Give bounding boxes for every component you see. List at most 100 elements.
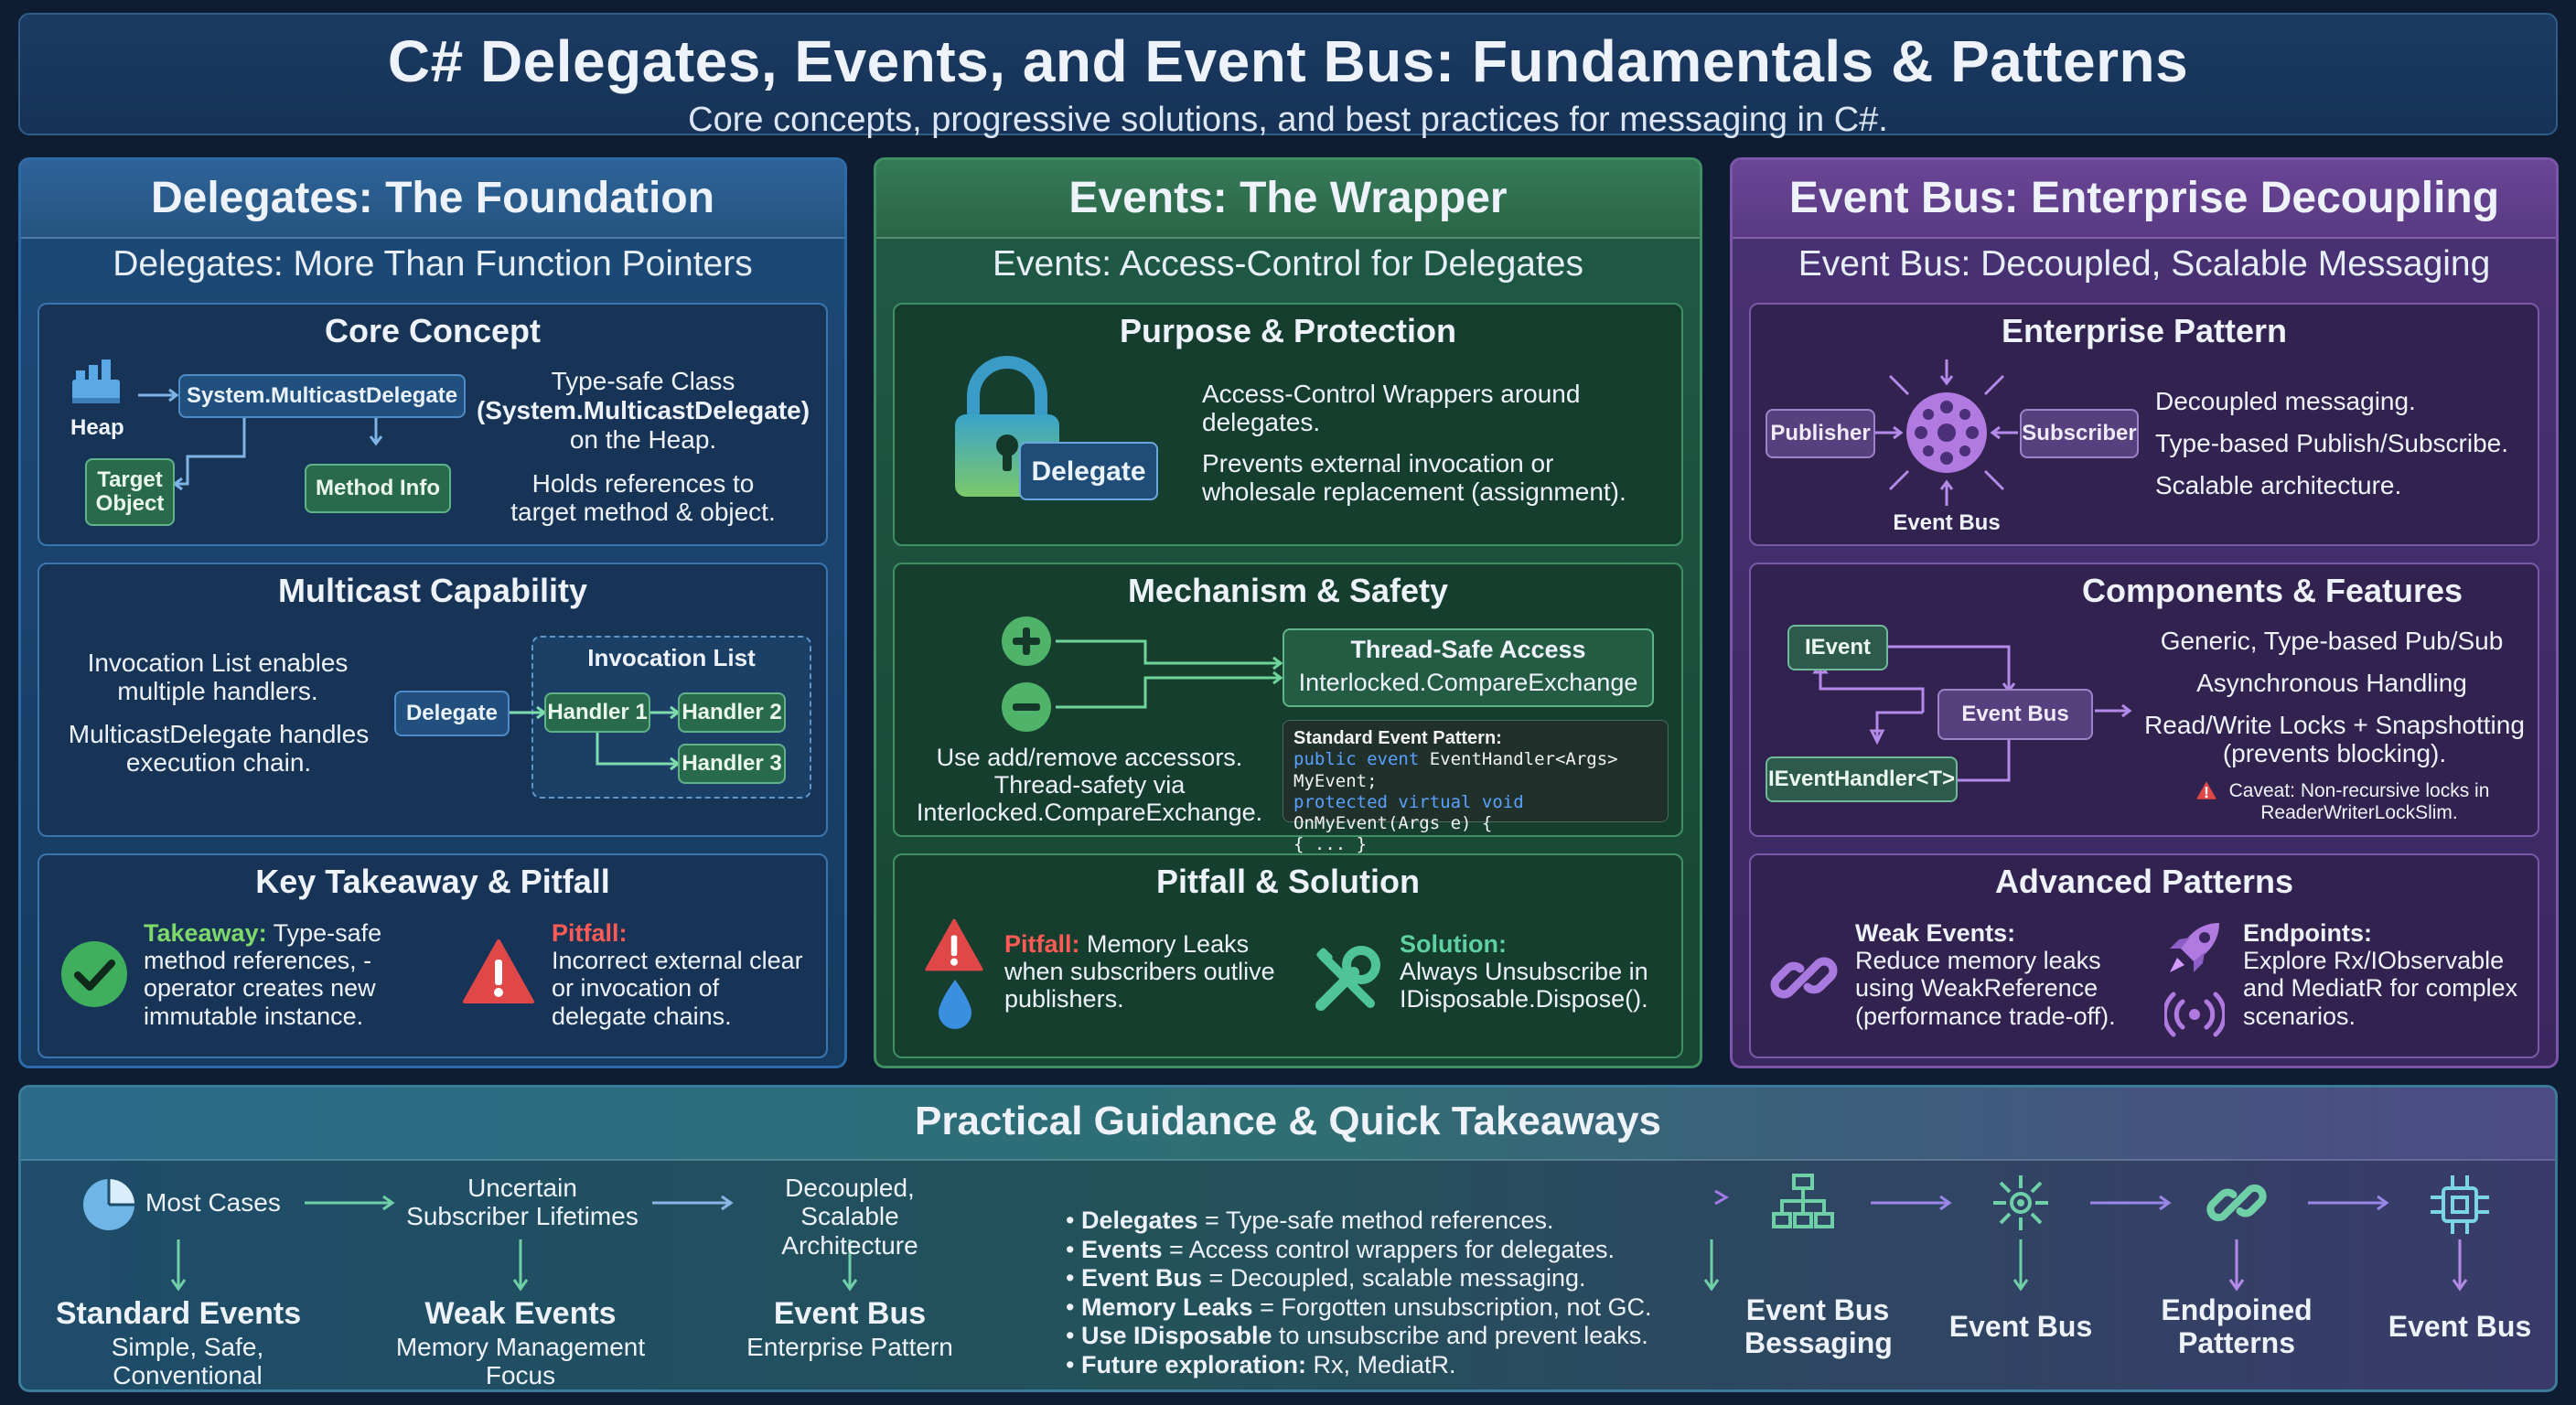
heap-label: Heap bbox=[70, 415, 124, 440]
guidance-title-band bbox=[21, 1088, 2555, 1161]
solution-body: Always Unsubscribe in IDisposable.Dispos… bbox=[1400, 958, 1648, 1014]
advanced-title: Advanced Patterns bbox=[1994, 863, 2294, 900]
hub-icon bbox=[1990, 1172, 2052, 1239]
bullet-bold: Delegates bbox=[1080, 1207, 1198, 1234]
caveat-text: Caveat: Non-recursive locks in ReaderWri… bbox=[2228, 780, 2490, 823]
solution-label: Solution: bbox=[1400, 930, 1507, 958]
components-bus-box: Event Bus bbox=[1937, 689, 2093, 740]
bullet-bold: Events bbox=[1080, 1235, 1163, 1263]
heap-icon bbox=[67, 352, 125, 415]
bullet-bold: Memory Leaks bbox=[1080, 1292, 1253, 1321]
code-box bbox=[1283, 720, 1669, 822]
endpoints-label: Endpoints: bbox=[2243, 919, 2372, 947]
core-concept-title: Core Concept bbox=[324, 312, 542, 349]
takeaway-body: Type-safe method references, - operator … bbox=[144, 919, 382, 1030]
handler-1-box: Handler 1 bbox=[544, 692, 650, 733]
page-title: C# Delegates, Events, and Event Bus: Fun… bbox=[387, 28, 2189, 94]
guidance-panel: Practical Guidance & Quick Takeaways Mos… bbox=[18, 1085, 2558, 1392]
weak-events-text: Weak Events: Reduce memory leaks using W… bbox=[1855, 919, 2148, 1030]
key-takeaway-card: Key Takeaway & Pitfall Takeaway: Type-sa… bbox=[38, 853, 828, 1058]
delegates-subtitle: Delegates: More Than Function Pointers bbox=[113, 244, 753, 284]
icon-1-label: Event Bus Bessaging bbox=[1744, 1293, 1893, 1359]
enterprise-card: Enterprise Pattern Publisher Subscriber … bbox=[1749, 303, 2539, 546]
feature-2: Asynchronous Handling bbox=[2196, 669, 2467, 697]
mechanism-title: Mechanism & Safety bbox=[1127, 572, 1449, 609]
code-line-2: protected virtual void OnMyEvent(Args e)… bbox=[1293, 792, 1669, 834]
enterprise-point-2: Type-based Publish/Subscribe. bbox=[2155, 429, 2508, 457]
events-subtitle: Events: Access-Control for Delegates bbox=[993, 244, 1583, 284]
ievent-handler-box: IEventHandler<T> bbox=[1766, 756, 1958, 802]
events-panel: Events: The Wrapper Events: Access-Contr… bbox=[874, 157, 1702, 1068]
endpoints-body: Explore Rx/IObservable and MediatR for c… bbox=[2243, 947, 2518, 1030]
bullet-text: to unsubscribe and prevent leaks. bbox=[1272, 1322, 1648, 1350]
multicast-card: Multicast Capability Invocation List ena… bbox=[38, 563, 828, 837]
ievent-box: IEvent bbox=[1787, 625, 1888, 670]
bullet-text: Rx, MediatR. bbox=[1305, 1350, 1456, 1378]
bullet-item: Events = Access control wrappers for del… bbox=[1066, 1236, 1652, 1265]
bullet-item: Future exploration: Rx, MediatR. bbox=[1066, 1351, 1652, 1380]
bullet-bold: Future exploration: bbox=[1080, 1350, 1306, 1378]
broadcast-icon bbox=[2162, 989, 2227, 1045]
eventbus-title-band bbox=[1733, 160, 2556, 239]
bullet-bold: Use IDisposable bbox=[1080, 1322, 1272, 1350]
delegates-panel: Delegates: The Foundation Delegates: Mor… bbox=[18, 157, 847, 1068]
pitfall-text: Pitfall: Incorrect external clear or inv… bbox=[552, 919, 817, 1030]
enterprise-point-3: Scalable architecture. bbox=[2155, 471, 2402, 499]
pitfall-solution-title: Pitfall & Solution bbox=[1156, 863, 1420, 900]
bullet-text: = Type-safe method references. bbox=[1197, 1207, 1554, 1234]
eventbus-subtitle: Event Bus: Decoupled, Scalable Messaging bbox=[1798, 244, 2491, 284]
weak-events-body: Reduce memory leaks using WeakReference … bbox=[1855, 947, 2116, 1030]
flow-1-title: Standard Events bbox=[55, 1296, 302, 1331]
mechanism-desc: Use add/remove accessors. Thread-safety … bbox=[916, 744, 1263, 827]
feature-1: Generic, Type-based Pub/Sub bbox=[2160, 627, 2504, 655]
rocket-icon bbox=[2164, 917, 2225, 982]
pitfall-label: Pitfall: bbox=[552, 919, 628, 947]
delegates-title-band bbox=[21, 160, 844, 239]
bullet-text: = Access control wrappers for delegates. bbox=[1162, 1235, 1615, 1263]
code-keyword-1: public event bbox=[1293, 749, 1420, 770]
purpose-title: Purpose & Protection bbox=[1119, 312, 1457, 349]
weak-events-label: Weak Events: bbox=[1855, 919, 2016, 947]
multicast-desc1: Invocation List enables multiple handler… bbox=[87, 649, 349, 706]
events-title: Events: The Wrapper bbox=[1068, 174, 1508, 222]
page-subtitle: Core concepts, progressive solutions, an… bbox=[688, 101, 1888, 139]
warning-icon bbox=[462, 938, 535, 1010]
code-rest-1: EventHandler<Args> MyEvent; bbox=[1293, 749, 1618, 791]
enterprise-title: Enterprise Pattern bbox=[2001, 312, 2288, 349]
hierarchy-icon bbox=[1772, 1174, 1834, 1235]
bullet-item: Event Bus = Decoupled, scalable messagin… bbox=[1066, 1264, 1652, 1293]
mechanism-card: Mechanism & Safety Thread-Safe Access In… bbox=[893, 563, 1683, 854]
code-snippet: Standard Event Pattern: public event Eve… bbox=[1293, 727, 1669, 855]
multicast-delegate-box: System.MulticastDelegate bbox=[178, 374, 466, 418]
multicast-title: Multicast Capability bbox=[277, 572, 588, 609]
takeaway-label: Takeaway: bbox=[144, 919, 267, 947]
components-card: Components & Features IEvent Event Bus I… bbox=[1749, 563, 2539, 837]
code-line-3: { ... } bbox=[1293, 834, 1368, 855]
bullet-item: Delegates = Type-safe method references. bbox=[1066, 1207, 1652, 1236]
bullet-bold: Event Bus bbox=[1080, 1264, 1203, 1292]
chip-icon bbox=[2427, 1172, 2493, 1242]
advanced-card: Advanced Patterns Weak Events: Reduce me… bbox=[1749, 853, 2539, 1058]
purpose-card: Purpose & Protection Delegate Access-Con… bbox=[893, 303, 1683, 546]
pitfall-body: Incorrect external clear or invocation o… bbox=[552, 947, 803, 1030]
icon-2-label: Event Bus bbox=[1948, 1310, 2093, 1343]
handler-3-box: Handler 3 bbox=[678, 744, 786, 784]
multicast-delegate-node: Delegate bbox=[394, 691, 510, 736]
core-desc-line3: on the Heap. bbox=[569, 425, 717, 454]
bullet-text: = Decoupled, scalable messaging. bbox=[1202, 1264, 1586, 1292]
events-pitfall-label: Pitfall: bbox=[1004, 930, 1080, 958]
quick-takeaways-list: Delegates = Type-safe method references.… bbox=[1066, 1207, 1652, 1379]
droplet-icon bbox=[935, 978, 975, 1037]
invocation-list-title: Invocation List bbox=[587, 644, 756, 671]
flow-1-top: Most Cases bbox=[145, 1188, 281, 1217]
caveat-warning-icon bbox=[2195, 780, 2217, 805]
target-object-box: Target Object bbox=[85, 458, 175, 526]
flow-2-top: Uncertain Subscriber Lifetimes bbox=[406, 1174, 639, 1231]
purpose-desc2: Prevents external invocation or wholesal… bbox=[1202, 449, 1626, 507]
events-pitfall-body: Memory Leaks when subscribers outlive pu… bbox=[1004, 930, 1275, 1014]
pie-chart-icon bbox=[81, 1177, 136, 1237]
minus-icon bbox=[1001, 681, 1052, 737]
code-title: Standard Event Pattern: bbox=[1293, 728, 1502, 748]
core-concept-card: Core Concept Heap System.MulticastDelega… bbox=[38, 303, 828, 546]
bullet-item: Memory Leaks = Forgotten unsubscription,… bbox=[1066, 1293, 1652, 1323]
